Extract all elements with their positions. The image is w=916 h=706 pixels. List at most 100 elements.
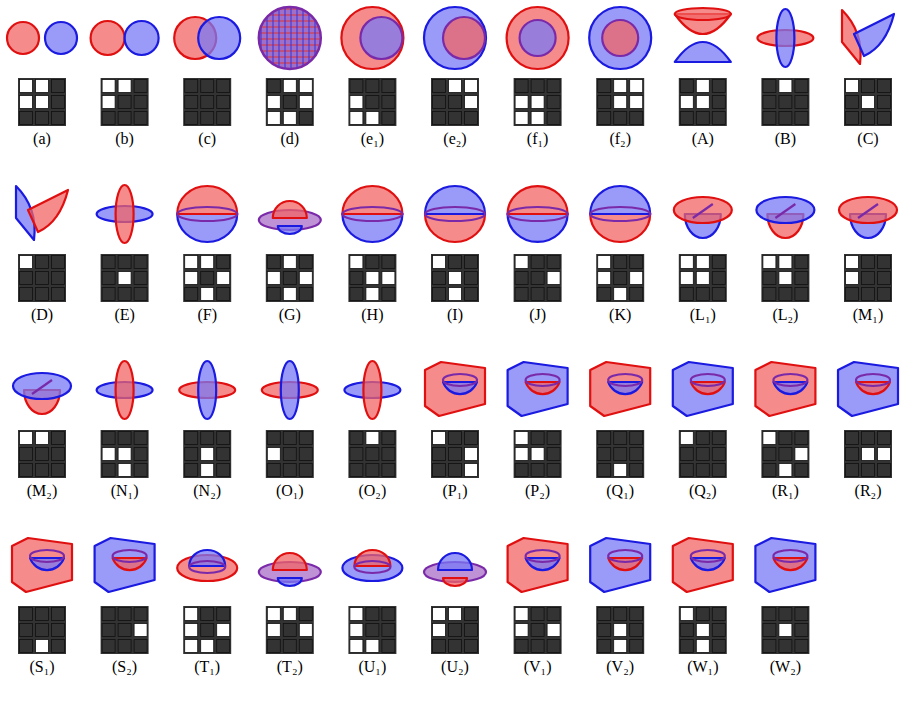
matrix-cell	[299, 448, 312, 461]
matrix-cell	[118, 608, 131, 621]
intersection-line	[30, 550, 64, 562]
matrix-cell	[52, 464, 65, 477]
matrix-cell	[779, 608, 792, 621]
figure-label: (S₁)	[2, 658, 82, 676]
matrix-frame	[844, 78, 892, 126]
matrix-cell	[20, 432, 33, 445]
matrix-cell	[795, 80, 808, 93]
matrix-frame	[348, 254, 396, 302]
shape	[273, 553, 307, 570]
matrix-cell	[449, 608, 462, 621]
matrix-cell	[52, 640, 65, 653]
shape	[28, 190, 68, 232]
figure-label: (M₁)	[828, 306, 908, 324]
matrix-cell	[878, 96, 891, 109]
matrix-frame	[183, 430, 231, 478]
intersection-matrix	[183, 254, 231, 302]
matrix-cell	[20, 608, 33, 621]
figure-label: (W₁)	[663, 658, 743, 676]
relation-figure	[177, 186, 237, 242]
matrix-cell	[515, 640, 528, 653]
intersection-matrix	[101, 606, 149, 654]
matrix-cell	[465, 112, 478, 125]
matrix-cell	[102, 272, 115, 285]
matrix-cell	[382, 448, 395, 461]
matrix-cell	[547, 112, 560, 125]
figure-label: (N₂)	[167, 482, 247, 500]
intersection-matrix	[679, 78, 727, 126]
matrix-cell	[598, 272, 611, 285]
intersection-matrix	[514, 430, 562, 478]
matrix-cell	[712, 96, 725, 109]
intersection-matrix	[183, 430, 231, 478]
matrix-cell	[515, 608, 528, 621]
matrix-cell	[547, 432, 560, 445]
matrix-frame	[101, 430, 149, 478]
matrix-cell	[36, 608, 49, 621]
relation-figure	[7, 22, 77, 54]
intersection-line	[775, 204, 795, 218]
shape	[198, 17, 240, 59]
matrix-cell	[779, 464, 792, 477]
matrix-cell	[52, 112, 65, 125]
relation-figure	[839, 197, 897, 238]
matrix-cell	[712, 464, 725, 477]
matrix-cell	[299, 624, 312, 637]
matrix-cell	[299, 464, 312, 477]
matrix-cell	[52, 624, 65, 637]
matrix-cell	[283, 448, 296, 461]
matrix-cell	[862, 464, 875, 477]
matrix-cell	[547, 464, 560, 477]
relation-figure	[97, 185, 153, 243]
matrix-cell	[36, 96, 49, 109]
relation-figure	[259, 7, 321, 69]
relation-figure	[95, 538, 155, 592]
matrix-cell	[614, 464, 627, 477]
matrix-cell	[696, 464, 709, 477]
matrix-cell	[712, 112, 725, 125]
intersection-line	[177, 207, 237, 221]
matrix-cell	[763, 640, 776, 653]
relation-figure	[508, 186, 568, 242]
matrix-frame	[266, 430, 314, 478]
relation-figure	[589, 7, 651, 69]
intersection-line	[693, 204, 713, 218]
matrix-cell	[350, 608, 363, 621]
relation-figure	[425, 362, 485, 416]
shape	[839, 197, 897, 223]
relation-figure	[590, 186, 650, 242]
matrix-cell	[52, 96, 65, 109]
relation-figure	[674, 197, 732, 238]
relation-figure	[262, 361, 318, 419]
matrix-cell	[36, 464, 49, 477]
matrix-cell	[52, 448, 65, 461]
figure-label: (I)	[415, 306, 495, 324]
matrix-cell	[547, 96, 560, 109]
matrix-cell	[299, 272, 312, 285]
matrix-cell	[630, 256, 643, 269]
matrix-cell	[449, 432, 462, 445]
matrix-cell	[52, 432, 65, 445]
figure-label: (D)	[2, 306, 82, 324]
relation-figure	[344, 361, 400, 419]
intersection-line	[608, 374, 642, 386]
matrix-cell	[382, 112, 395, 125]
matrix-cell	[515, 464, 528, 477]
figure-label: (U₂)	[415, 658, 495, 676]
matrix-cell	[763, 432, 776, 445]
shape	[198, 361, 216, 419]
shape	[675, 8, 731, 20]
matrix-cell	[449, 256, 462, 269]
shape	[673, 538, 733, 592]
matrix-cell	[763, 256, 776, 269]
matrix-frame	[18, 78, 66, 126]
matrix-cell	[680, 288, 693, 301]
matrix-cell	[779, 112, 792, 125]
relation-figure	[16, 186, 68, 240]
matrix-cell	[283, 464, 296, 477]
matrix-cell	[531, 112, 544, 125]
matrix-cell	[449, 464, 462, 477]
shape	[12, 538, 72, 592]
matrix-cell	[201, 432, 214, 445]
matrix-cell	[299, 256, 312, 269]
